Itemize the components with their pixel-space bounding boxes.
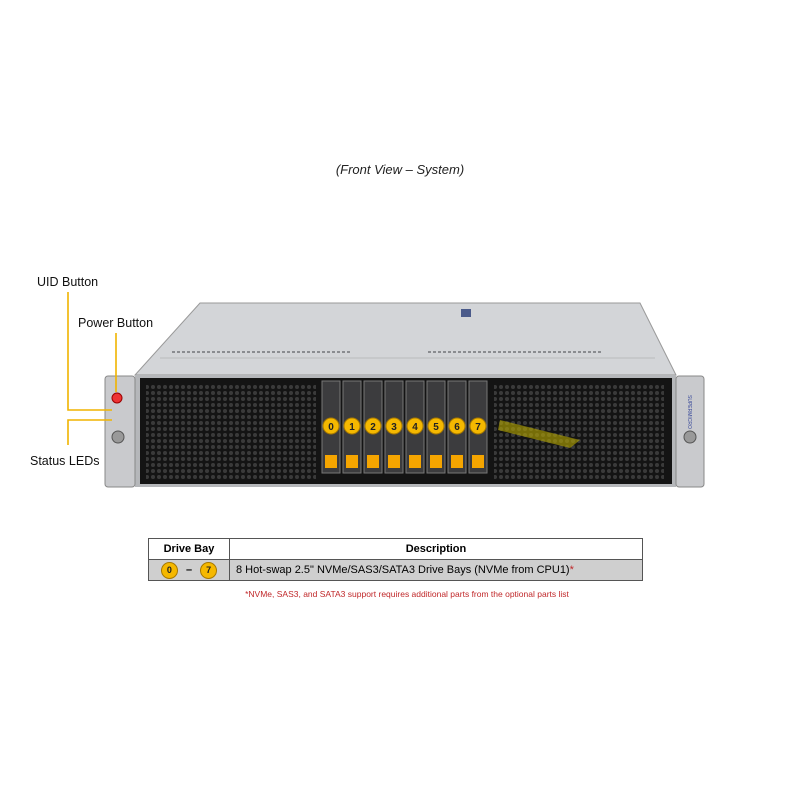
footnote-mark: * xyxy=(569,564,574,576)
bay-number: 7 xyxy=(475,422,481,433)
bay-number-badge xyxy=(427,417,445,435)
right-thumbscrew-icon xyxy=(683,430,697,444)
status-leds-label: Status LEDs xyxy=(30,454,100,468)
range-dash: – xyxy=(185,563,193,576)
drive-bay-6[interactable]: 6 xyxy=(447,380,467,474)
drive-bay-5[interactable]: 5 xyxy=(426,380,446,474)
drive-latch xyxy=(409,455,421,468)
bay-number: 1 xyxy=(349,422,355,433)
drive-latch xyxy=(430,455,442,468)
drive-latch xyxy=(472,455,484,468)
brand-logo: SUPERMICRO xyxy=(686,395,692,429)
bay-number: 5 xyxy=(433,422,439,433)
description-text: 8 Hot-swap 2.5" NVMe/SAS3/SATA3 Drive Ba… xyxy=(236,564,570,576)
drive-latch xyxy=(451,455,463,468)
lid-label xyxy=(461,309,471,317)
left-vent xyxy=(146,385,316,480)
left-thumbscrew-icon xyxy=(111,430,125,444)
header-drive-bay: Drive Bay xyxy=(148,538,230,560)
bay-number-badge xyxy=(448,417,466,435)
bay-number: 4 xyxy=(412,422,418,433)
drive-bay-4[interactable]: 4 xyxy=(405,380,425,474)
drive-latch xyxy=(388,455,400,468)
callout-lines xyxy=(67,292,117,445)
power-button-icon xyxy=(111,392,123,404)
bay-number: 0 xyxy=(328,422,334,433)
bay-badge-end: 7 xyxy=(200,561,218,579)
drive-bay-table: Drive Bay Description 0 – 7 8 Hot-swap 2… xyxy=(148,538,643,581)
description-cell: 8 Hot-swap 2.5" NVMe/SAS3/SATA3 Drive Ba… xyxy=(229,559,643,581)
drive-bay-3[interactable]: 3 xyxy=(384,380,404,474)
bay-number-badge xyxy=(385,417,403,435)
drive-bay-7[interactable]: 7 xyxy=(468,380,488,474)
drive-bay-range: 0 – 7 xyxy=(148,559,230,581)
drive-bay-1[interactable]: 1 xyxy=(342,380,362,474)
bay-badge-start: 0 xyxy=(160,561,178,579)
bay-number-badge xyxy=(322,417,340,435)
bay-number-badge xyxy=(406,417,424,435)
bay-number-badge xyxy=(364,417,382,435)
bay-number: 6 xyxy=(454,422,460,433)
header-description: Description xyxy=(229,538,643,560)
server-lid xyxy=(133,302,677,376)
footnote: *NVMe, SAS3, and SATA3 support requires … xyxy=(245,589,569,599)
drive-latch xyxy=(325,455,337,468)
bay-number: 2 xyxy=(370,422,376,433)
power-button-label: Power Button xyxy=(78,316,154,330)
drive-bay-0[interactable]: 0 xyxy=(321,380,341,474)
diagram-caption: (Front View – System) xyxy=(335,162,465,177)
table-row: 0 – 7 8 Hot-swap 2.5" NVMe/SAS3/SATA3 Dr… xyxy=(148,559,643,581)
drive-latch xyxy=(346,455,358,468)
bay-number-badge xyxy=(469,417,487,435)
bay-number: 3 xyxy=(391,422,397,433)
drive-bay-2[interactable]: 2 xyxy=(363,380,383,474)
uid-button-label: UID Button xyxy=(37,275,99,289)
bay-number-badge xyxy=(343,417,361,435)
drive-latch xyxy=(367,455,379,468)
